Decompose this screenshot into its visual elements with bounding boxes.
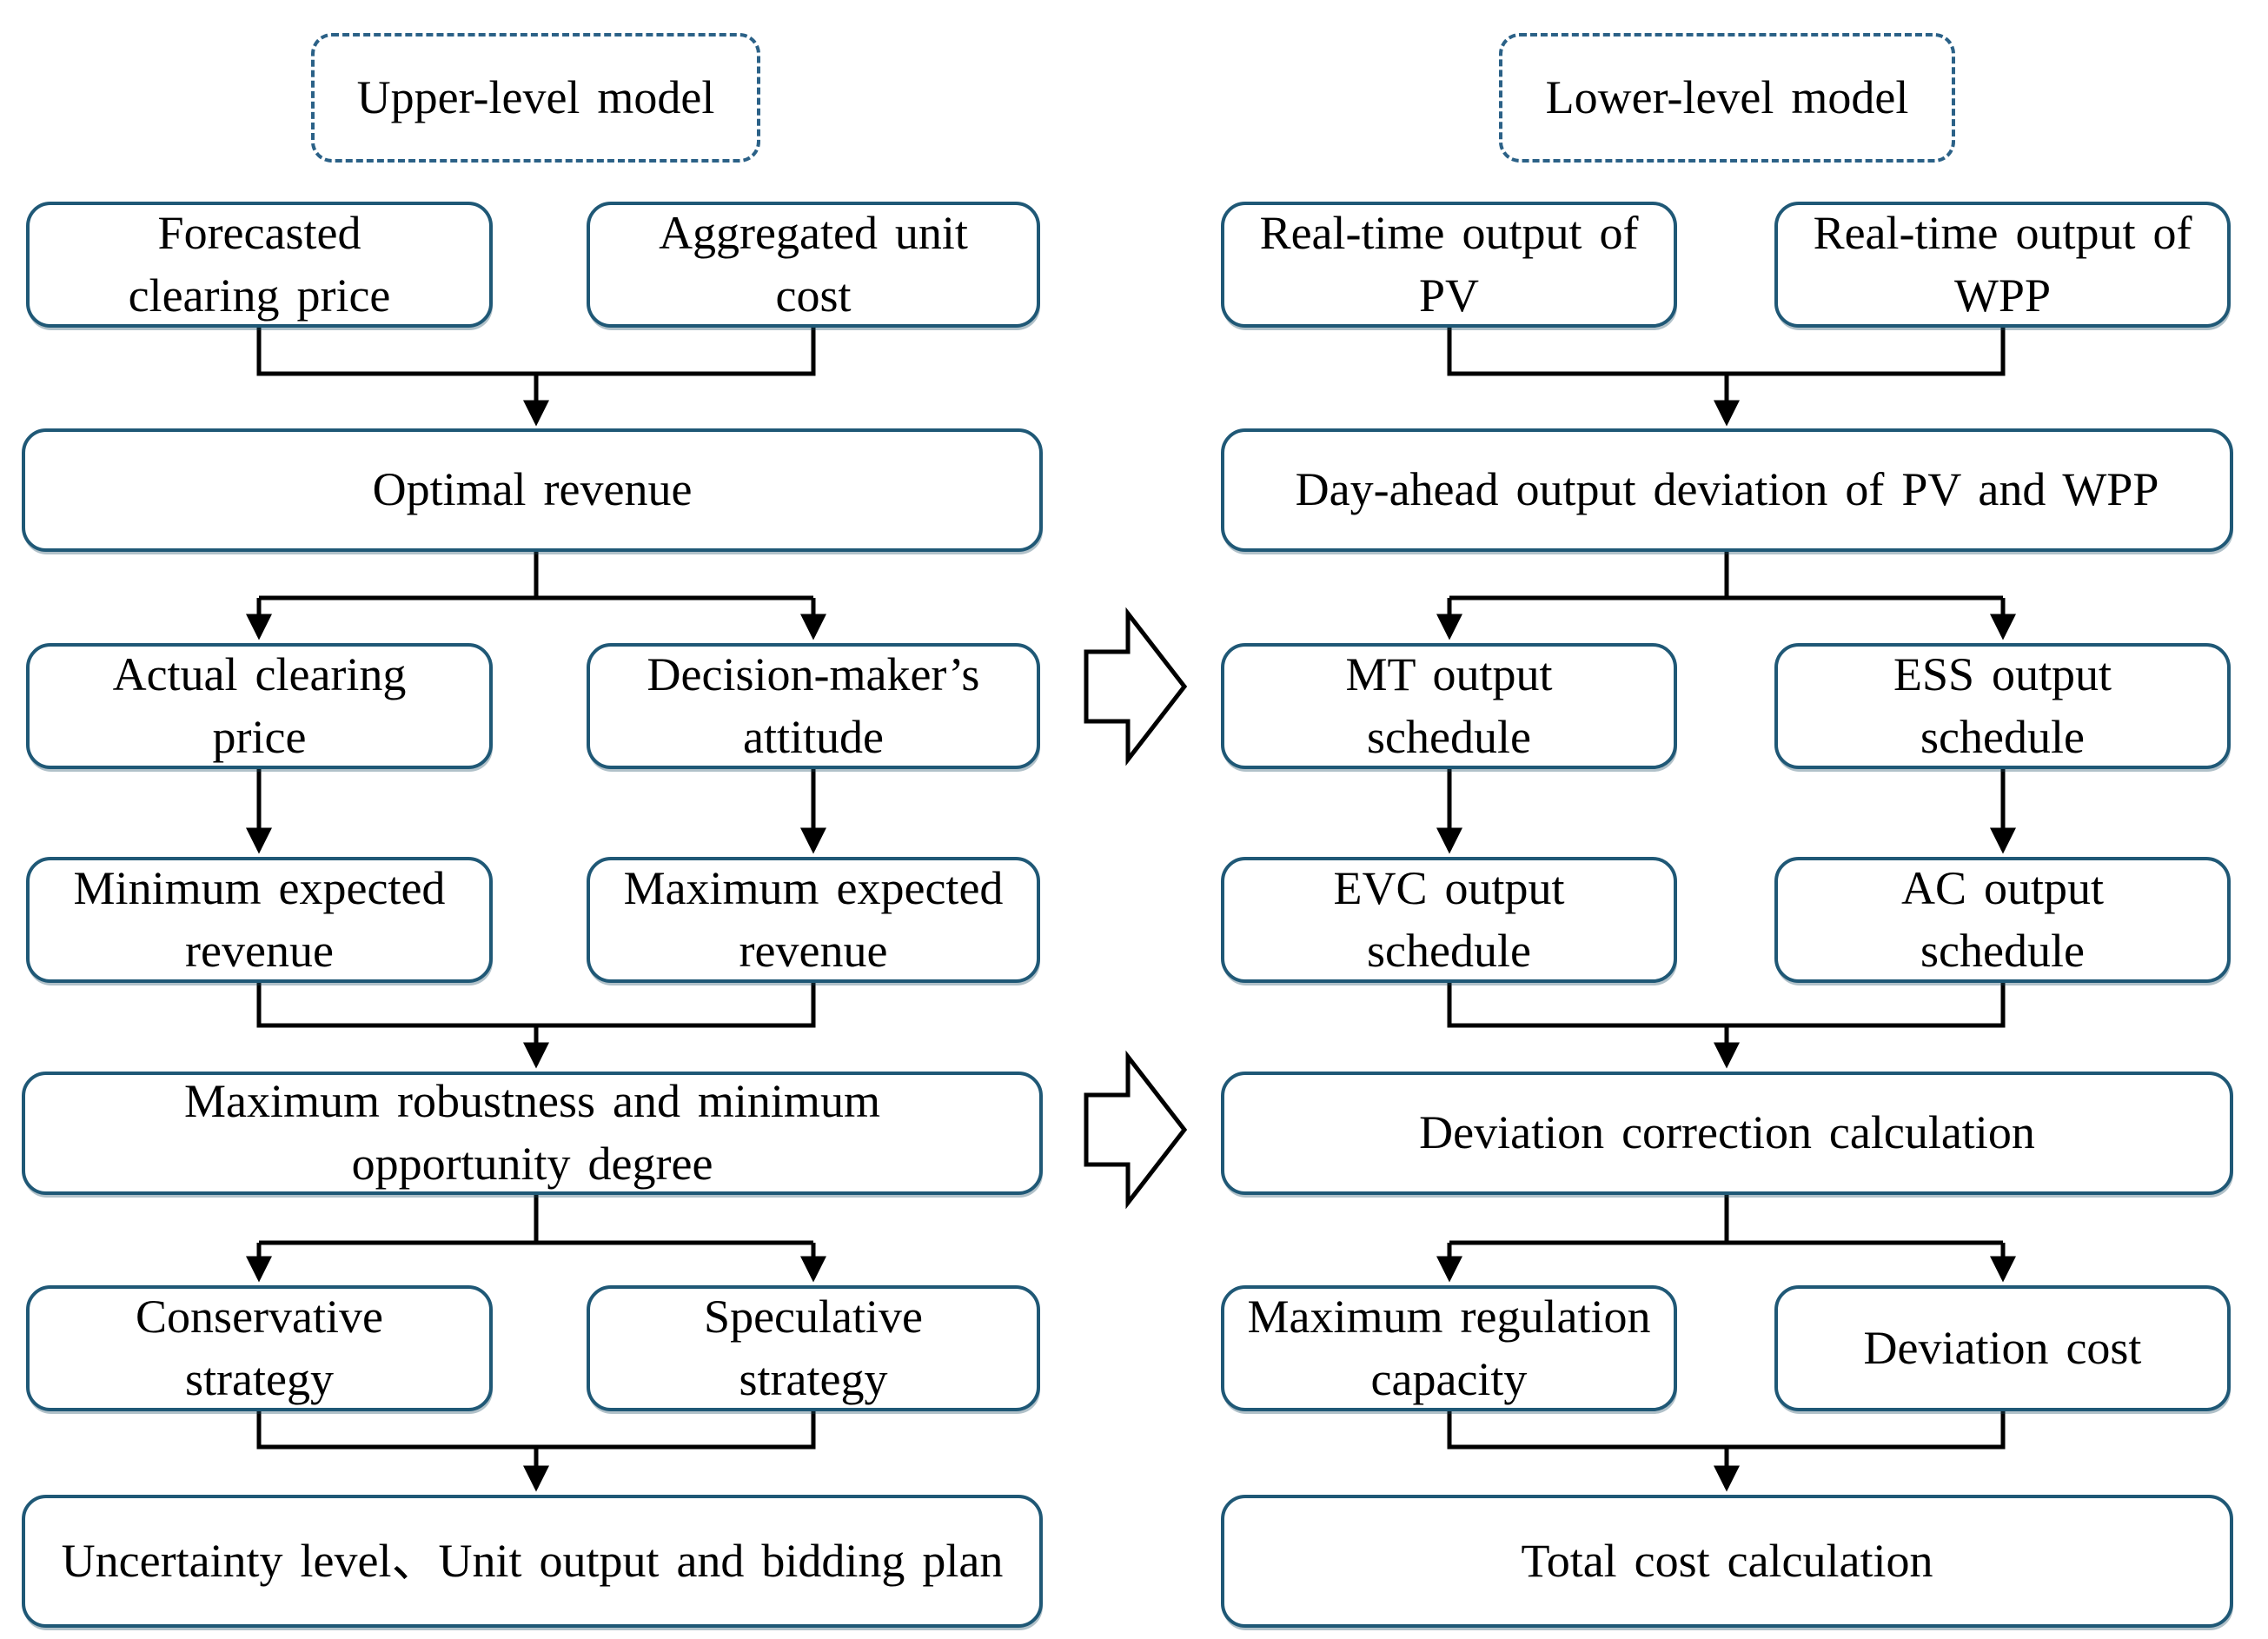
lower-column-connectors (1436, 326, 2016, 1492)
node-label: Deviation cost (1863, 1321, 2142, 1374)
upper-to-lower-block-arrow-top-icon (1084, 607, 1188, 766)
node-uncertainty-level-unit-output-bidding-plan: Uncertainty level、Unit output and biddin… (22, 1495, 1043, 1628)
node-deviation-correction-calculation: Deviation correction calculation (1221, 1072, 2233, 1195)
node-label: EVC output schedule (1333, 861, 1565, 977)
node-forecasted-clearing-price: Forecasted clearing price (26, 202, 493, 328)
node-ac-output-schedule: AC output schedule (1774, 857, 2231, 983)
node-optimal-revenue: Optimal revenue (22, 428, 1043, 552)
node-evc-output-schedule: EVC output schedule (1221, 857, 1677, 983)
node-label: Forecasted clearing price (128, 206, 391, 322)
node-conservative-strategy: Conservative strategy (26, 1285, 493, 1411)
node-total-cost-calculation: Total cost calculation (1221, 1495, 2233, 1628)
node-label: ESS output schedule (1893, 647, 2112, 763)
node-real-time-output-pv: Real-time output of PV (1221, 202, 1677, 328)
node-label: Real-time output of WPP (1813, 206, 2192, 322)
node-label: Decision-maker’s attitude (647, 647, 980, 763)
node-deviation-cost: Deviation cost (1774, 1285, 2231, 1411)
node-maximum-regulation-capacity: Maximum regulation capacity (1221, 1285, 1677, 1411)
node-label: Total cost calculation (1521, 1534, 1933, 1587)
node-speculative-strategy: Speculative strategy (587, 1285, 1040, 1411)
node-label: Deviation correction calculation (1419, 1106, 2035, 1159)
node-label: Maximum expected revenue (623, 861, 1004, 977)
lower-level-model-title: Lower-level model (1545, 70, 1909, 123)
node-label: Speculative strategy (704, 1290, 923, 1405)
node-label: Day-ahead output deviation of PV and WPP (1295, 463, 2159, 516)
node-label: Real-time output of PV (1259, 206, 1639, 322)
upper-level-model-title-box: Upper-level model (311, 33, 760, 163)
node-label: Optimal revenue (372, 463, 693, 516)
node-maximum-robustness-minimum-opportunity: Maximum robustness and minimum opportuni… (22, 1072, 1043, 1195)
node-label: MT output schedule (1345, 647, 1553, 763)
node-label: Maximum robustness and minimum opportuni… (184, 1075, 880, 1190)
node-minimum-expected-revenue: Minimum expected revenue (26, 857, 493, 983)
node-label: Maximum regulation capacity (1247, 1290, 1651, 1405)
node-day-ahead-output-deviation: Day-ahead output deviation of PV and WPP (1221, 428, 2233, 552)
node-actual-clearing-price: Actual clearing price (26, 643, 493, 769)
node-label: Uncertainty level、Unit output and biddin… (61, 1534, 1004, 1587)
node-label: AC output schedule (1900, 861, 2104, 977)
node-real-time-output-wpp: Real-time output of WPP (1774, 202, 2231, 328)
node-mt-output-schedule: MT output schedule (1221, 643, 1677, 769)
node-label: Actual clearing price (112, 647, 407, 763)
node-aggregated-unit-cost: Aggregated unit cost (587, 202, 1040, 328)
node-maximum-expected-revenue: Maximum expected revenue (587, 857, 1040, 983)
upper-level-model-title: Upper-level model (356, 70, 715, 123)
node-label: Minimum expected revenue (73, 861, 446, 977)
node-decision-makers-attitude: Decision-maker’s attitude (587, 643, 1040, 769)
node-label: Conservative strategy (136, 1290, 383, 1405)
upper-to-lower-block-arrow-bottom-icon (1084, 1050, 1188, 1210)
node-label: Aggregated unit cost (659, 206, 968, 322)
lower-level-model-title-box: Lower-level model (1499, 33, 1955, 163)
node-ess-output-schedule: ESS output schedule (1774, 643, 2231, 769)
upper-column-connectors (246, 326, 826, 1492)
